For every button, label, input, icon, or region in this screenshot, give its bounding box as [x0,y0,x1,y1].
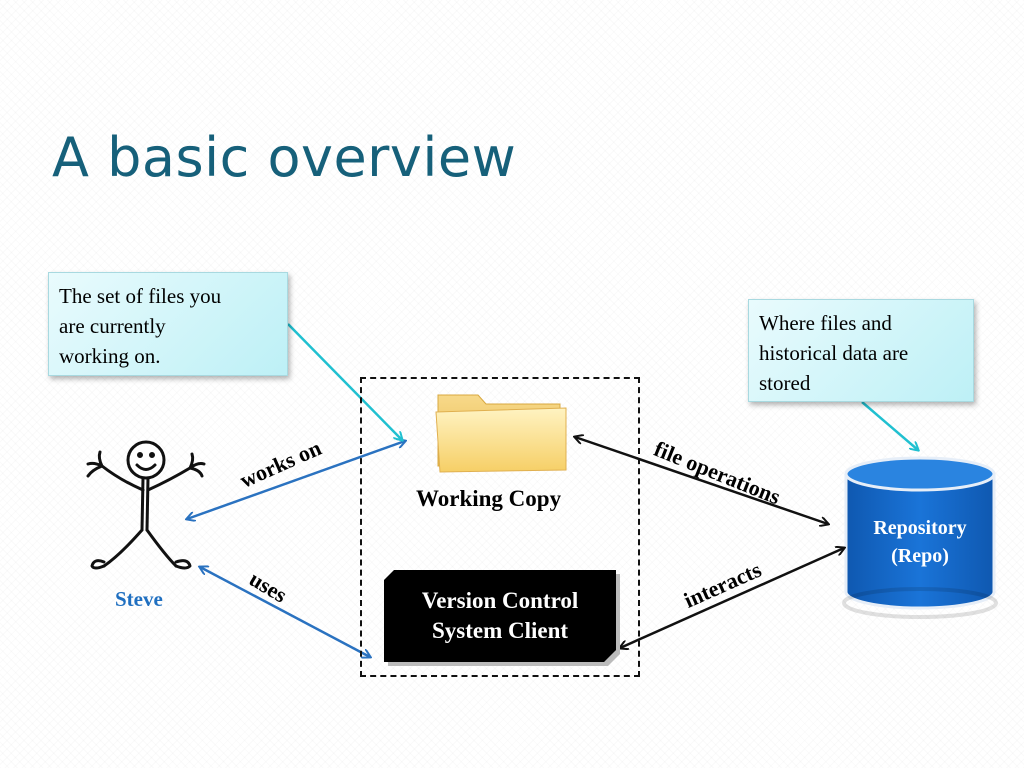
uses-arrow [200,567,370,657]
callout-line: stored [759,371,811,395]
repository-line: Repository [873,517,967,539]
vcs-client-line: Version Control [421,588,579,613]
folder-icon [435,394,567,473]
callout-line: historical data are [759,341,909,365]
file-operations-arrow [575,437,828,524]
works-on-arrow [187,441,405,519]
steve-label: Steve [115,587,163,611]
repository-callout: Where files and historical data are stor… [748,299,974,402]
callout-left-pointer [287,323,402,440]
callout-line: working on. [59,344,161,368]
working-copy-label: Working Copy [416,486,562,511]
callout-line: The set of files you [59,284,222,308]
vcs-client-line: System Client [431,618,569,643]
stick-figure-icon [86,440,206,570]
callout-line: are currently [59,314,166,338]
callout-line: Where files and [759,311,892,335]
repository-line: (Repo) [891,545,949,567]
slide-title: A basic overview [52,126,517,189]
interacts-arrow [620,548,844,648]
callout-right-pointer [861,401,918,450]
working-copy-callout: The set of files you are currently worki… [48,272,288,376]
local-machine-boundary [360,377,640,677]
repository-label: Repository (Repo) [850,514,990,570]
database-cylinder-icon [842,456,998,619]
vcs-client-node: Version Control System Client [384,570,616,662]
